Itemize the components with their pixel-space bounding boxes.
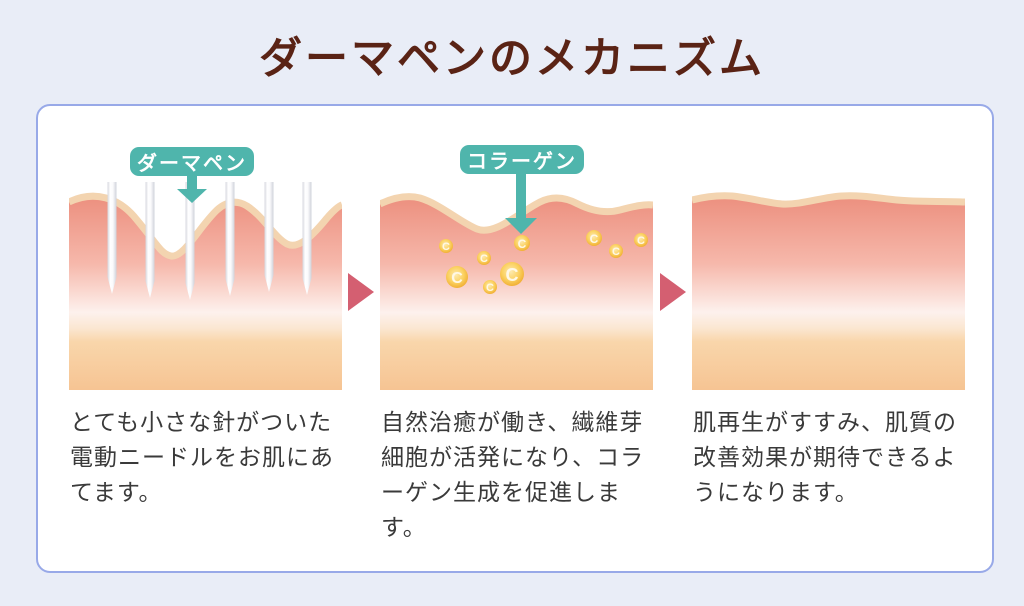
svg-text:C: C — [637, 235, 645, 247]
collagen-coin: C — [514, 235, 530, 251]
epidermis-layer — [692, 192, 965, 208]
collagen-coin: C — [500, 262, 524, 286]
down-arrow-icon — [177, 175, 207, 203]
diagram-card: ダーマペン とても小さな針がついた 電動ニードルをお肌にあ てます。 — [36, 104, 994, 573]
collagen-coin: C — [483, 280, 497, 294]
collagen-badge: コラーゲン — [460, 145, 584, 174]
needle-icon — [185, 182, 195, 300]
svg-text:C: C — [590, 232, 599, 246]
step-caption-3: 肌再生がすすみ、肌質の 改善効果が期待できるよ うになります。 — [693, 409, 957, 505]
svg-text:C: C — [486, 282, 494, 294]
step-panel-collagen: C C C C C — [380, 142, 653, 572]
collagen-coin: C — [586, 230, 602, 246]
needles-group — [107, 182, 312, 300]
page-title: ダーマペンのメカニズム — [259, 36, 765, 83]
svg-text:C: C — [506, 265, 519, 285]
next-arrow-icon — [660, 273, 686, 311]
needle-icon — [302, 182, 312, 295]
step-panel-dermapen: ダーマペン とても小さな針がついた 電動ニードルをお肌にあ てます。 — [69, 142, 342, 572]
down-arrow-icon — [505, 173, 537, 234]
skin-illustration-needles — [69, 182, 342, 390]
next-arrow-icon — [348, 273, 374, 311]
step-caption-2: 自然治癒が働き、繊維芽 細胞が活発になり、コラ ーゲン生成を促進しま す。 — [381, 409, 645, 540]
dermapen-badge-label: ダーマペン — [137, 153, 247, 175]
skin-illustration-collagen: C C C C C — [380, 193, 653, 390]
skin-illustration-smooth — [692, 192, 965, 390]
collagen-coin: C — [446, 266, 468, 288]
dermis-layer — [69, 196, 342, 390]
dermapen-badge: ダーマペン — [130, 147, 254, 176]
needle-icon — [107, 182, 117, 294]
needle-icon — [264, 182, 274, 292]
collagen-coin: C — [477, 251, 491, 265]
collagen-coin: C — [609, 244, 623, 258]
needle-icon — [225, 182, 235, 296]
collagen-coin: C — [439, 239, 453, 253]
svg-text:C: C — [612, 246, 620, 258]
collagen-badge-label: コラーゲン — [467, 151, 577, 173]
dermis-layer — [692, 195, 965, 390]
collagen-coin: C — [634, 233, 648, 247]
svg-text:C: C — [480, 253, 488, 265]
step-panel-regenerated: 肌再生がすすみ、肌質の 改善効果が期待できるよ うになります。 — [692, 142, 965, 572]
step-caption-1: とても小さな針がついた 電動ニードルをお肌にあ てます。 — [70, 409, 334, 505]
collagen-coins-group: C C C C C — [439, 230, 648, 294]
epidermis-layer — [380, 193, 653, 234]
svg-text:C: C — [518, 237, 527, 251]
svg-text:C: C — [451, 270, 463, 287]
svg-text:C: C — [442, 241, 450, 253]
needle-icon — [145, 182, 155, 298]
